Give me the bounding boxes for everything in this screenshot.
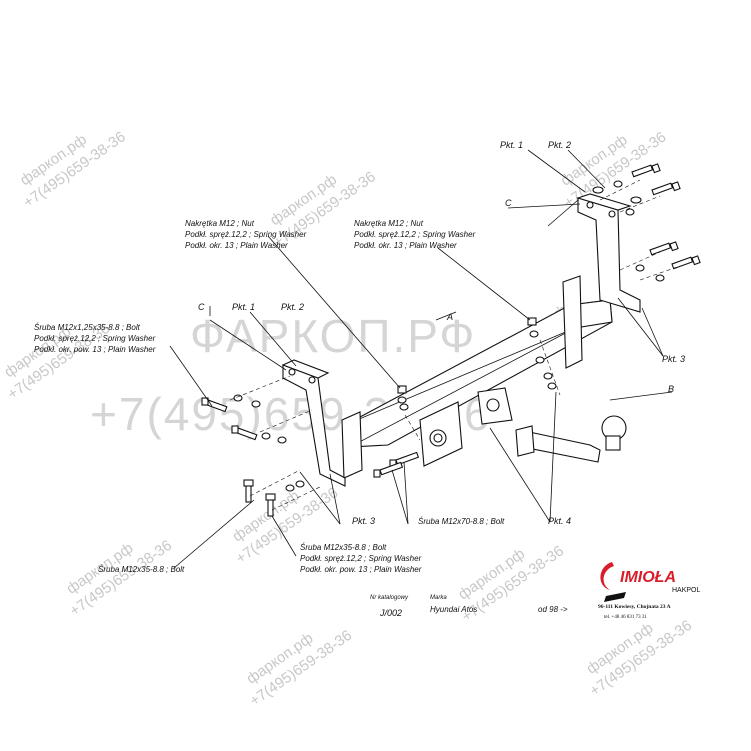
bolt-left-1 xyxy=(201,397,228,413)
bracket-right xyxy=(576,193,641,313)
nut-2-line-3: Podkł. okr. 13 ; Plain Washer xyxy=(354,241,457,250)
ref-c-left: C xyxy=(198,302,205,312)
ref-pkt4: Pkt. 4 xyxy=(548,516,571,526)
socket-plate xyxy=(477,387,513,425)
title-block: Nr katalogowy J/002 Marka Hyundai Atos o… xyxy=(370,562,701,620)
bolt-bottom-line-1: Śruba M12x35-8.8 ; Bolt xyxy=(300,543,387,552)
leader-lines xyxy=(169,149,673,569)
bolt-m12x70-label: Śruba M12x70-8.8 ; Bolt xyxy=(418,517,505,526)
ref-b: B xyxy=(668,384,674,394)
brand-logo: IMIOŁA HAKPOL xyxy=(600,562,701,602)
ref-a: A xyxy=(446,312,453,322)
bolt-bottom-1 xyxy=(243,479,254,503)
nut-1-line-3: Podkł. okr. 13 ; Plain Washer xyxy=(185,241,288,250)
callout-labels: Nakrętka M12 ; Nut Podkł. spręż.12,2 ; S… xyxy=(34,219,505,574)
ref-pkt2-right: Pkt. 2 xyxy=(548,140,571,150)
ref-pkt1-left: Pkt. 1 xyxy=(232,302,255,312)
bolt-bottom-line-3: Podkł. okr. pow. 13 ; Plain Washer xyxy=(300,565,422,574)
brand-name: IMIOŁA xyxy=(620,569,676,586)
bolt-left-line-1: Śruba M12x1,25x35-8.8 ; Bolt xyxy=(34,323,141,332)
ref-pkt1-right: Pkt. 1 xyxy=(500,140,523,150)
bolt-left-2 xyxy=(231,425,258,441)
tow-ball-b xyxy=(515,415,627,463)
fasteners xyxy=(201,163,701,517)
assembly-lines xyxy=(229,179,681,511)
ref-pkt3-right: Pkt. 3 xyxy=(662,354,685,364)
bolt-right-4 xyxy=(671,255,701,270)
crossbar-a xyxy=(341,275,613,479)
bolt-m12x70-2 xyxy=(373,461,404,478)
bolt-bottom-2 xyxy=(265,493,276,517)
nut-2-line-1: Nakrętka M12 ; Nut xyxy=(354,219,424,228)
date-range: od 98 -> xyxy=(538,605,568,614)
nut-1-line-2: Podkł. spręż.12,2 ; Spring Washer xyxy=(185,230,307,239)
brand-sub: HAKPOL xyxy=(672,587,701,594)
company-address: 96-111 Kowiesy, Chojnata 23 A xyxy=(598,604,671,610)
bolt-left-line-3: Podkł. okr. pow. 13 ; Plain Washer xyxy=(34,345,156,354)
make-caption: Marka xyxy=(430,595,447,601)
ref-c-right: C xyxy=(505,198,512,208)
nut-1-line-1: Nakrętka M12 ; Nut xyxy=(185,219,255,228)
ref-pkt2-left: Pkt. 2 xyxy=(281,302,304,312)
catalog-caption: Nr katalogowy xyxy=(370,595,409,601)
bolt-right-3 xyxy=(649,241,679,256)
bolt-right-1 xyxy=(631,163,661,178)
ref-pkt3-left: Pkt. 3 xyxy=(352,516,375,526)
bolt-right-2 xyxy=(651,181,681,196)
make-value: Hyundai Atos xyxy=(430,605,477,614)
bolt-single-label: Śruba M12x35-8.8 ; Bolt xyxy=(98,565,185,574)
bolt-left-line-2: Podkł. spręż.12,2 ; Spring Washer xyxy=(34,334,156,343)
catalog-number: J/002 xyxy=(379,608,402,618)
company-phone: tel. +48 46 831 73 31 xyxy=(604,615,647,620)
watermark-big-site: ФАРКОП.РФ xyxy=(190,310,476,362)
bolt-bottom-line-2: Podkł. spręż.12,2 ; Spring Washer xyxy=(300,554,422,563)
reference-markers: Pkt. 1 Pkt. 2 C Pkt. 1 Pkt. 2 C A B Pkt.… xyxy=(198,140,685,526)
nut-2-line-2: Podkł. spręż.12,2 ; Spring Washer xyxy=(354,230,476,239)
